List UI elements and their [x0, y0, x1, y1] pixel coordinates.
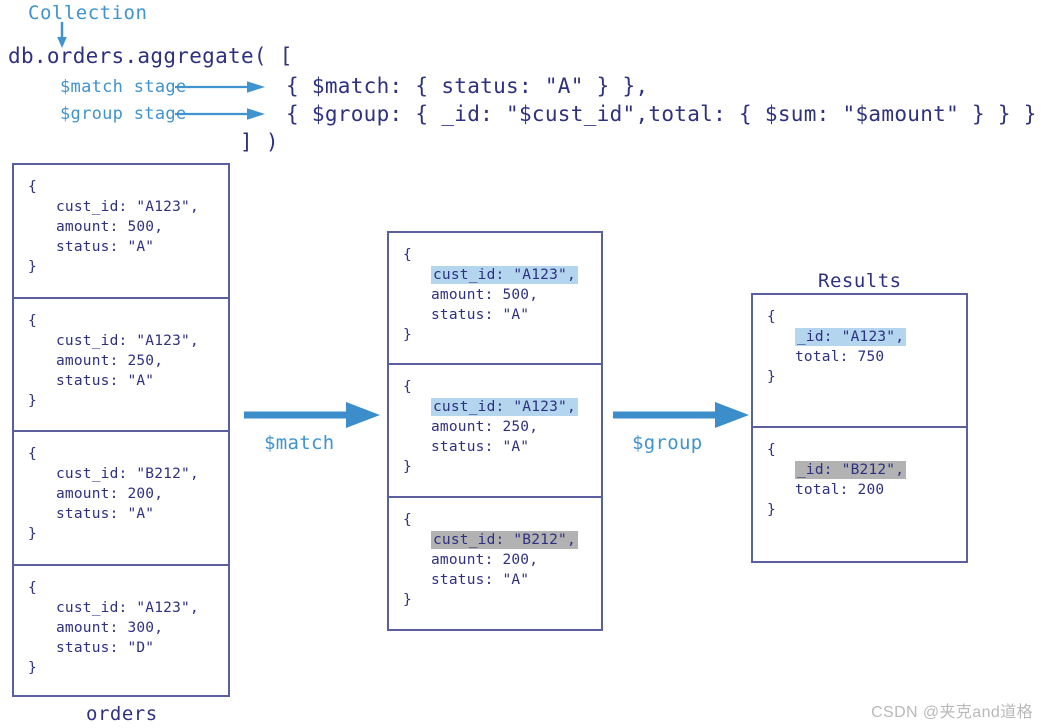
group-pipeline-arrow-icon — [613, 402, 749, 428]
orders-document-body: { cust_id: "A123", amount: 300, status: "D"… — [28, 578, 199, 678]
document-field: amount: 200, — [56, 486, 164, 502]
orders-document-body: { cust_id: "B212", amount: 200, status: "A"… — [28, 444, 199, 544]
document-field: _id: "B212", — [767, 460, 907, 480]
match-output-document-body: { cust_id: "A123", amount: 250, status: "A"… — [403, 377, 578, 477]
highlighted-key-field: _id: "B212", — [795, 461, 907, 479]
match-pipeline-arrow-icon — [244, 402, 380, 428]
document-field: cust_id: "A123", — [56, 332, 199, 349]
document-field: status: "D" — [56, 639, 155, 656]
orders-caption: orders — [86, 703, 158, 725]
document-field: status: "A" — [56, 239, 155, 255]
brace-close: } — [28, 526, 37, 542]
document-field: cust_id: "B212", — [403, 530, 578, 550]
document-field: cust_id: "A123", — [403, 397, 578, 417]
highlighted-key-field: _id: "A123", — [795, 328, 907, 346]
match-output-document: { cust_id: "B212", amount: 200, status: "A"… — [389, 498, 601, 630]
brace-close: } — [403, 459, 412, 476]
results-document-body: { _id: "B212", total: 200} — [767, 440, 907, 520]
brace-open: { — [767, 442, 776, 458]
group-pipeline-label: $group — [632, 432, 703, 454]
brace-close: } — [767, 369, 776, 385]
document-field: _id: "A123", — [767, 327, 907, 347]
document-field: amount: 500, — [431, 287, 539, 303]
highlighted-key-field: cust_id: "A123", — [431, 266, 578, 284]
orders-document: { cust_id: "B212", amount: 200, status: "A"… — [14, 432, 228, 566]
match-output-document-body: { cust_id: "B212", amount: 200, status: "A"… — [403, 510, 578, 610]
document-field: cust_id: "A123", — [56, 599, 199, 616]
match-output-document: { cust_id: "A123", amount: 250, status: "A"… — [389, 365, 601, 498]
orders-document-body: { cust_id: "A123", amount: 250, status: "A"… — [28, 311, 199, 411]
brace-close: } — [403, 591, 412, 608]
match-stage-code: { $match: { status: "A" } }, — [286, 74, 649, 98]
brace-open: { — [28, 179, 37, 195]
match-stage-annotation: $match stage — [60, 77, 187, 97]
highlighted-key-field: cust_id: "A123", — [431, 398, 578, 417]
document-field: status: "A" — [431, 439, 530, 456]
document-field: amount: 200, — [431, 551, 539, 568]
brace-close: } — [28, 392, 37, 409]
brace-open: { — [767, 309, 776, 325]
document-field: amount: 500, — [56, 219, 164, 235]
aggregate-close-line: ] ) — [240, 130, 279, 154]
match-output-document-body: { cust_id: "A123", amount: 500, status: "A"… — [403, 245, 578, 345]
group-stage-annotation: $group stage — [60, 104, 187, 124]
brace-open: { — [28, 312, 37, 329]
brace-close: } — [28, 259, 37, 275]
aggregate-call-line: db.orders.aggregate( [ — [8, 44, 293, 68]
results-stack: { _id: "A123", total: 750} { _id: "B212", tot… — [751, 293, 968, 563]
orders-collection-stack: { cust_id: "A123", amount: 500, status: "A"… — [12, 163, 230, 697]
orders-document: { cust_id: "A123", amount: 300, status: "D"… — [14, 566, 228, 700]
results-caption: Results — [818, 270, 902, 292]
results-document: { _id: "A123", total: 750} — [753, 295, 966, 428]
orders-document-body: { cust_id: "A123", amount: 500, status: "A"… — [28, 177, 199, 277]
match-output-stack: { cust_id: "A123", amount: 500, status: "A"… — [387, 231, 603, 631]
highlighted-key-field: cust_id: "B212", — [431, 530, 578, 549]
document-field: amount: 250, — [56, 352, 164, 369]
document-field: status: "A" — [56, 372, 155, 389]
match-stage-arrow-icon — [175, 81, 265, 93]
orders-document: { cust_id: "A123", amount: 500, status: "A"… — [14, 165, 228, 299]
results-document-body: { _id: "A123", total: 750} — [767, 307, 907, 387]
brace-close: } — [403, 327, 412, 343]
match-output-document: { cust_id: "A123", amount: 500, status: "A"… — [389, 233, 601, 366]
document-field: status: "A" — [431, 307, 530, 323]
document-field: total: 750 — [795, 349, 885, 365]
brace-open: { — [403, 379, 412, 396]
document-field: cust_id: "B212", — [56, 466, 199, 482]
document-field: amount: 250, — [431, 419, 539, 436]
orders-document: { cust_id: "A123", amount: 250, status: "A"… — [14, 299, 228, 432]
brace-open: { — [403, 511, 412, 528]
match-pipeline-label: $match — [264, 432, 335, 454]
document-field: status: "A" — [56, 506, 155, 522]
group-stage-code: { $group: { _id: "$cust_id",total: { $su… — [286, 102, 1037, 126]
document-field: cust_id: "A123", — [403, 265, 578, 285]
brace-close: } — [767, 502, 776, 518]
csdn-watermark: CSDN @夹克and道格 — [871, 704, 1033, 721]
document-field: cust_id: "A123", — [56, 199, 199, 215]
brace-open: { — [403, 247, 412, 263]
group-stage-arrow-icon — [175, 108, 265, 120]
collection-pointer-arrow-icon — [57, 22, 67, 48]
brace-open: { — [28, 579, 37, 596]
document-field: amount: 300, — [56, 619, 164, 636]
brace-open: { — [28, 446, 37, 462]
collection-label: Collection — [28, 2, 148, 24]
document-field: status: "A" — [431, 571, 530, 588]
brace-close: } — [28, 659, 37, 676]
document-field: total: 200 — [795, 482, 885, 498]
results-document: { _id: "B212", total: 200} — [753, 428, 966, 561]
